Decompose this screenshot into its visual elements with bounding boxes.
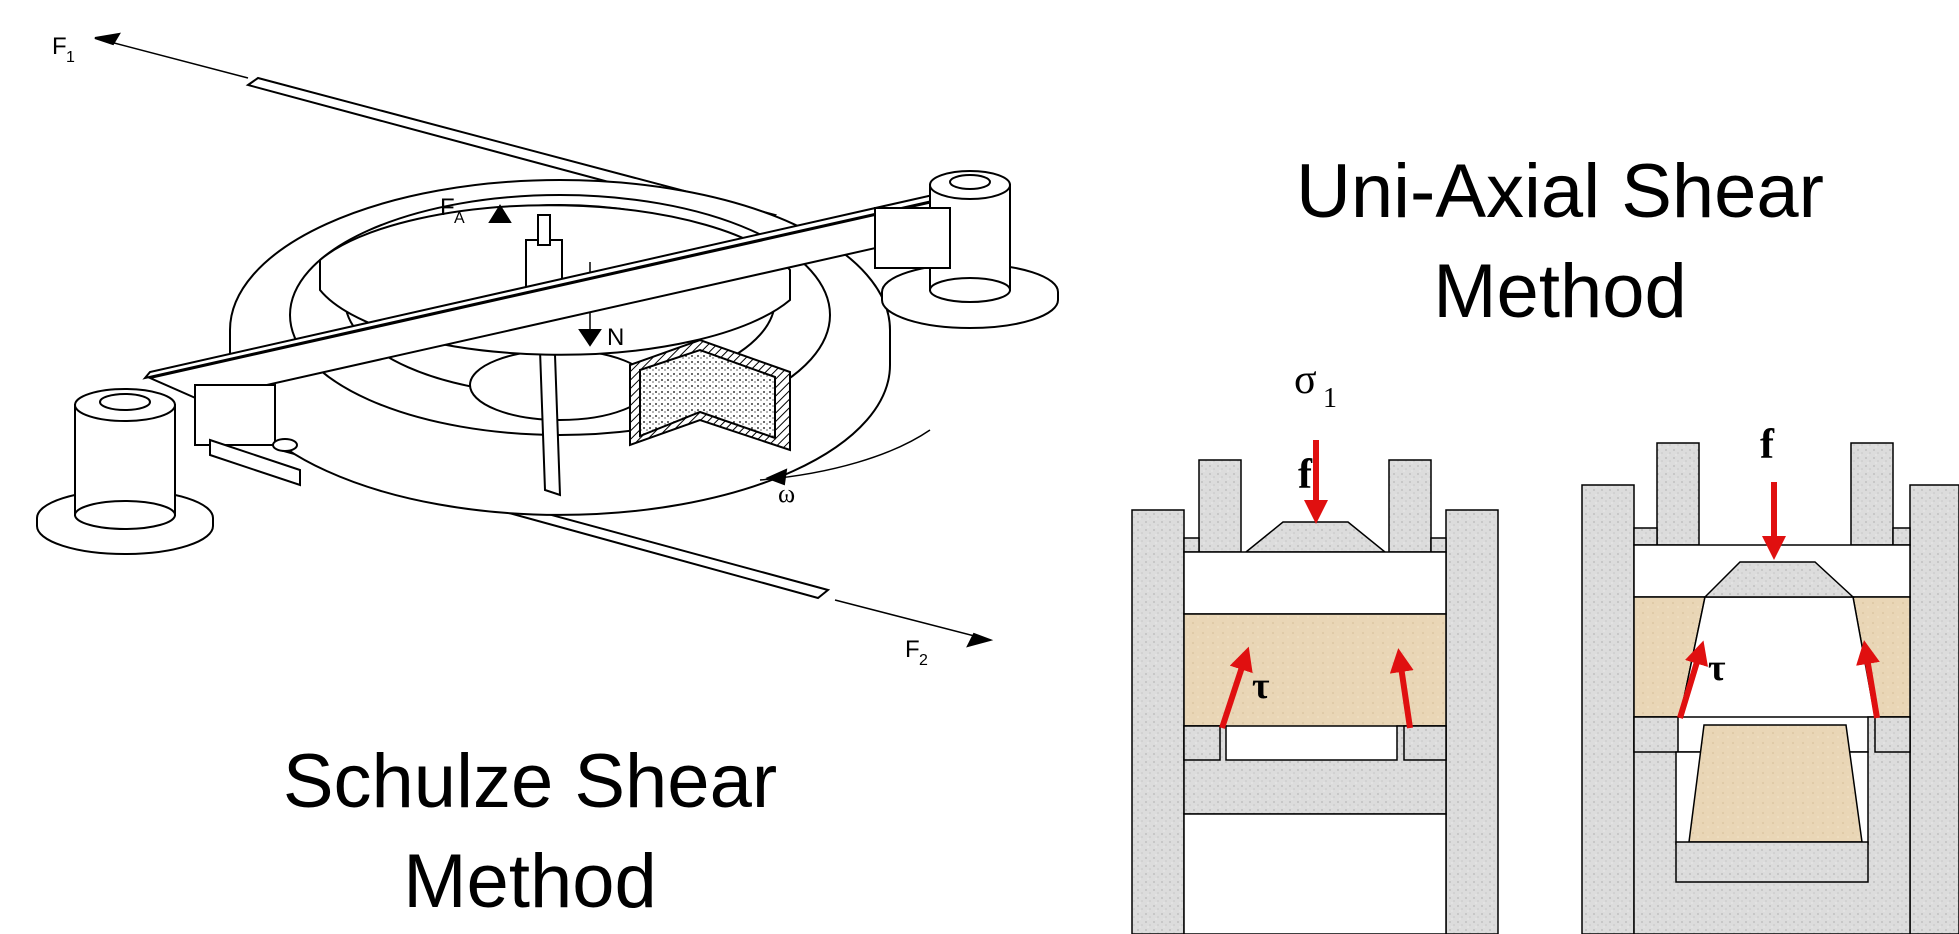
right-outer-wall-l xyxy=(1581,484,1635,934)
uniaxial-failure-cell xyxy=(1581,442,1959,934)
label-tau-left: τ xyxy=(1252,665,1270,707)
left-weight-top xyxy=(1243,521,1388,553)
uniaxial-consolidation-cell xyxy=(1131,440,1499,934)
tie-line-f2 xyxy=(834,599,991,641)
arrow-tau-left-2 xyxy=(1389,648,1414,729)
uniaxial-shear-title: Uni-Axial Shear Method xyxy=(1180,142,1940,342)
label-f-left: f xyxy=(1298,452,1313,498)
uniaxial-labels: σ 1 f f τ τ xyxy=(1252,357,1775,707)
left-top-chamber xyxy=(1183,551,1447,615)
arrow-tau-left-1 xyxy=(1219,646,1253,729)
arrow-fa xyxy=(488,204,512,223)
arrow-f1 xyxy=(94,32,121,46)
left-piston-rod-l xyxy=(1198,459,1242,553)
cutaway-powder xyxy=(639,348,776,440)
schulze-title-line2: Method xyxy=(403,839,657,924)
schulze-shear-title: Schulze Shear Method xyxy=(170,732,890,932)
uniaxial-title-line2: Method xyxy=(1433,249,1687,334)
right-base-step xyxy=(1675,841,1869,883)
schulze-title-line1: Schulze Shear xyxy=(282,739,778,824)
label-f1: F xyxy=(52,33,67,60)
right-piston-rod-r xyxy=(1850,442,1894,546)
bearing-block xyxy=(209,438,301,487)
right-sheared-core xyxy=(1688,724,1863,843)
uniaxial-title-line1: Uni-Axial Shear xyxy=(1296,149,1824,234)
right-lower-shoulder-r xyxy=(1874,716,1911,753)
label-sigma: σ xyxy=(1294,357,1317,403)
label-f1-sub: 1 xyxy=(66,49,75,66)
arrow-f2 xyxy=(966,632,994,648)
left-outer-wall-l xyxy=(1131,509,1185,934)
label-tau-right: τ xyxy=(1708,647,1726,689)
tie-line-f1 xyxy=(94,37,249,79)
label-fa: F xyxy=(440,194,455,221)
left-outer-wall-r xyxy=(1445,509,1499,934)
label-f2: F xyxy=(905,636,920,663)
left-pulley-stand xyxy=(36,384,276,555)
shear-cell-core xyxy=(469,349,651,421)
arrow-n xyxy=(578,329,602,347)
label-n: N xyxy=(607,324,624,351)
left-lower-ring-shoulder-r xyxy=(1403,725,1447,761)
label-fa-sub: A xyxy=(454,210,465,227)
bearing-bolt xyxy=(272,438,298,452)
center-post-rod xyxy=(537,214,551,246)
left-piston-rod-r xyxy=(1388,459,1432,553)
right-weight-top xyxy=(1703,561,1855,598)
right-outer-wall-r xyxy=(1909,484,1959,934)
left-cap-r xyxy=(1430,537,1447,553)
right-piston-rod-l xyxy=(1656,442,1700,546)
arrow-tau-right-2 xyxy=(1856,640,1880,719)
schulze-labels: F 1 F 2 F A N ω xyxy=(52,33,928,669)
label-sigma-sub: 1 xyxy=(1323,383,1337,414)
right-cap-l xyxy=(1633,527,1658,546)
left-cap-l xyxy=(1183,537,1200,553)
arrow-tau-right-1 xyxy=(1677,640,1709,719)
schulze-shear-tester-drawing xyxy=(36,32,1059,648)
label-f-right: f xyxy=(1760,422,1775,468)
left-lower-chamber xyxy=(1183,813,1447,934)
label-omega: ω xyxy=(778,479,795,508)
right-pulley-stand xyxy=(874,170,1059,329)
right-cap-r xyxy=(1892,527,1911,546)
label-f2-sub: 2 xyxy=(919,652,928,669)
left-lower-ring-shoulder-l xyxy=(1183,725,1221,761)
right-lower-shoulder-l xyxy=(1633,716,1679,753)
arrow-omega xyxy=(765,468,788,486)
